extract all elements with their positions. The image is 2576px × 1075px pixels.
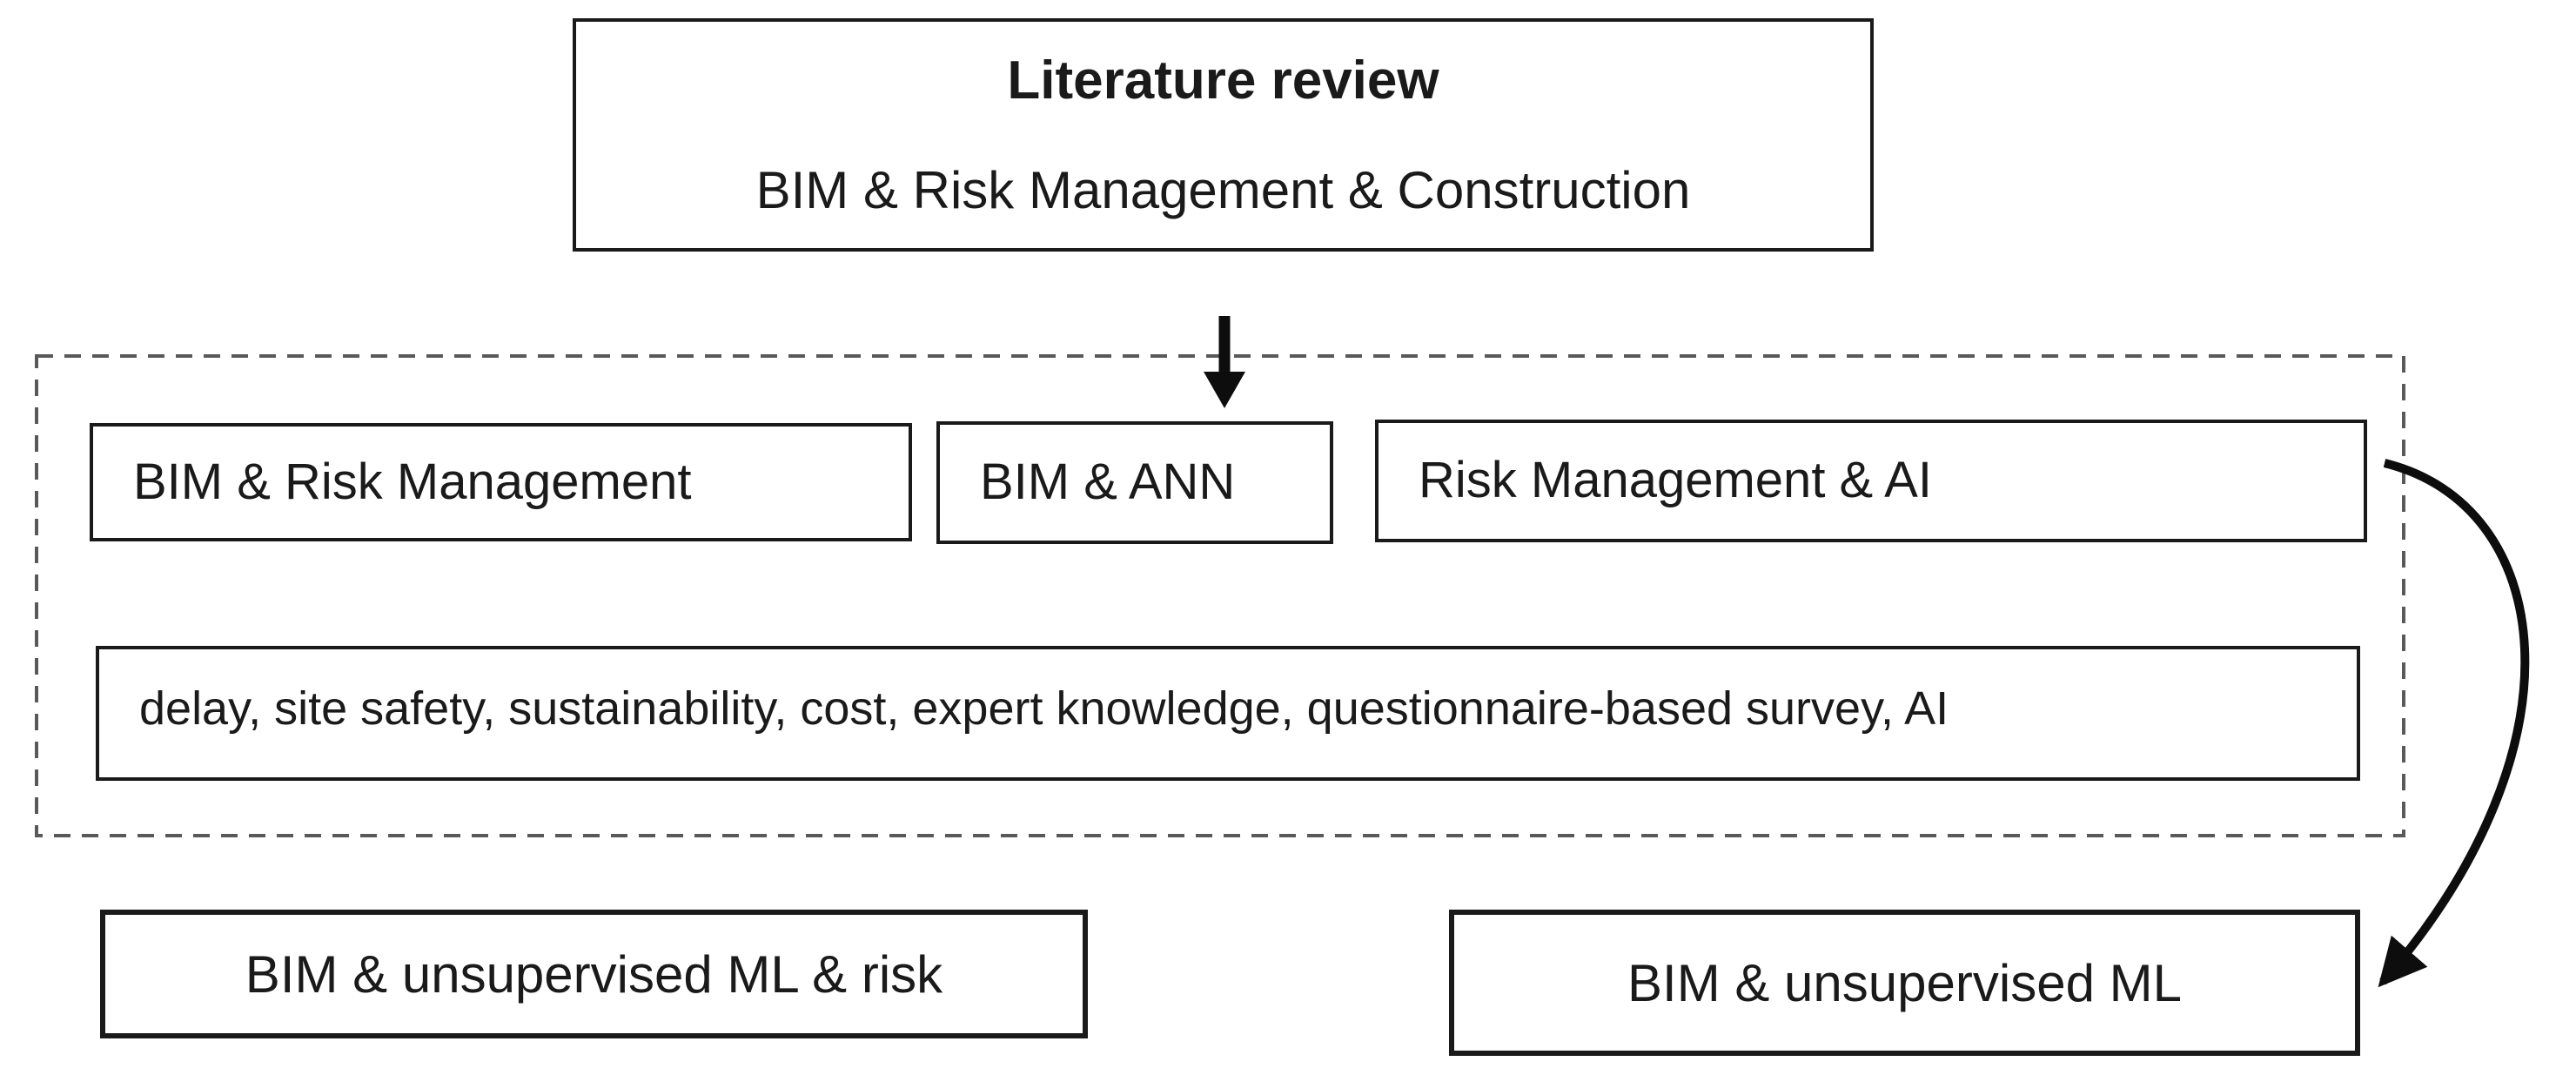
keywords-text: delay, site safety, sustainability, cost…	[139, 682, 1949, 736]
box-bim-unsupervised-ml-risk: BIM & unsupervised ML & risk	[100, 910, 1088, 1038]
box-label: BIM & Risk Management	[133, 453, 692, 510]
box-bim-risk-management: BIM & Risk Management	[90, 423, 912, 541]
box-label: BIM & unsupervised ML	[1627, 953, 2182, 1012]
box-bim-unsupervised-ml: BIM & unsupervised ML	[1449, 910, 2360, 1056]
box-label: BIM & unsupervised ML & risk	[245, 944, 943, 1004]
literature-review-title-box: Literature review BIM & Risk Management …	[573, 18, 1874, 252]
box-risk-management-ai: Risk Management & AI	[1375, 420, 2367, 542]
box-label: Risk Management & AI	[1419, 452, 1932, 509]
box-bim-ann: BIM & ANN	[936, 421, 1333, 544]
box-label: BIM & ANN	[980, 454, 1236, 511]
diagram-subtitle: BIM & Risk Management & Construction	[755, 161, 1691, 220]
diagram-title: Literature review	[1007, 50, 1439, 111]
box-search-keywords: delay, site safety, sustainability, cost…	[96, 646, 2360, 781]
